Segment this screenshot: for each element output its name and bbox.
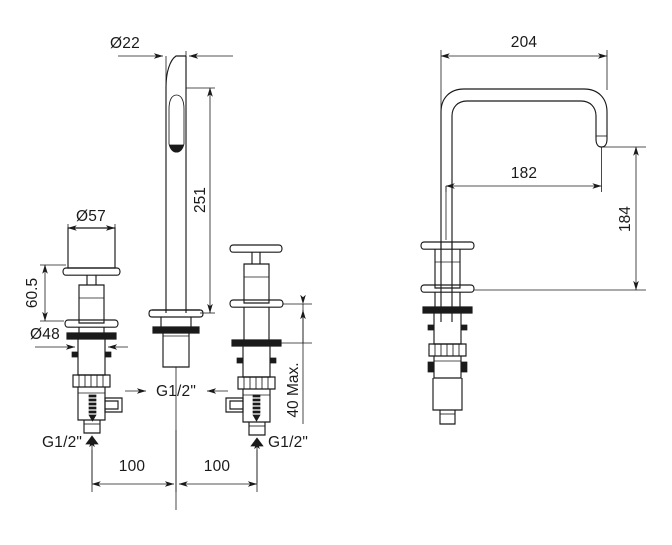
dimension-max-deck-thickness [281, 294, 312, 424]
dimension-knob-diameter [67, 224, 116, 266]
dimension-hole-spacing [91, 430, 258, 492]
label-60-5: 60.5 [24, 278, 41, 308]
label-d22: Ø22 [110, 35, 140, 52]
label-g12-right: G1/2" [268, 434, 308, 451]
center-spout-base [148, 309, 204, 368]
dimension-spout-reach-182 [445, 147, 602, 240]
label-251: 251 [192, 187, 209, 213]
label-100-left: 100 [119, 458, 146, 475]
label-d57: Ø57 [76, 208, 106, 225]
dimension-spout-height [186, 87, 215, 314]
center-spout-tube [165, 55, 187, 313]
label-40-max: 40 Max. [285, 362, 302, 417]
label-g12-center: G1/2" [156, 383, 196, 400]
dimension-handle-height [40, 264, 66, 322]
dimension-spout-diameter [118, 51, 233, 90]
label-100-right: 100 [204, 458, 231, 475]
side-spout-body [440, 88, 608, 322]
left-handle-assembly [62, 227, 123, 434]
label-184: 184 [617, 206, 634, 232]
side-mounting-body [420, 241, 475, 425]
label-182: 182 [511, 165, 537, 182]
dimension-body-diameter [35, 339, 128, 352]
right-handle-assembly [225, 244, 284, 436]
dimension-outlet-height-184 [474, 146, 646, 291]
label-d48: Ø48 [30, 326, 60, 343]
label-g12-left: G1/2" [42, 434, 82, 451]
dimension-spout-reach-204 [440, 50, 608, 112]
label-204: 204 [511, 34, 538, 51]
